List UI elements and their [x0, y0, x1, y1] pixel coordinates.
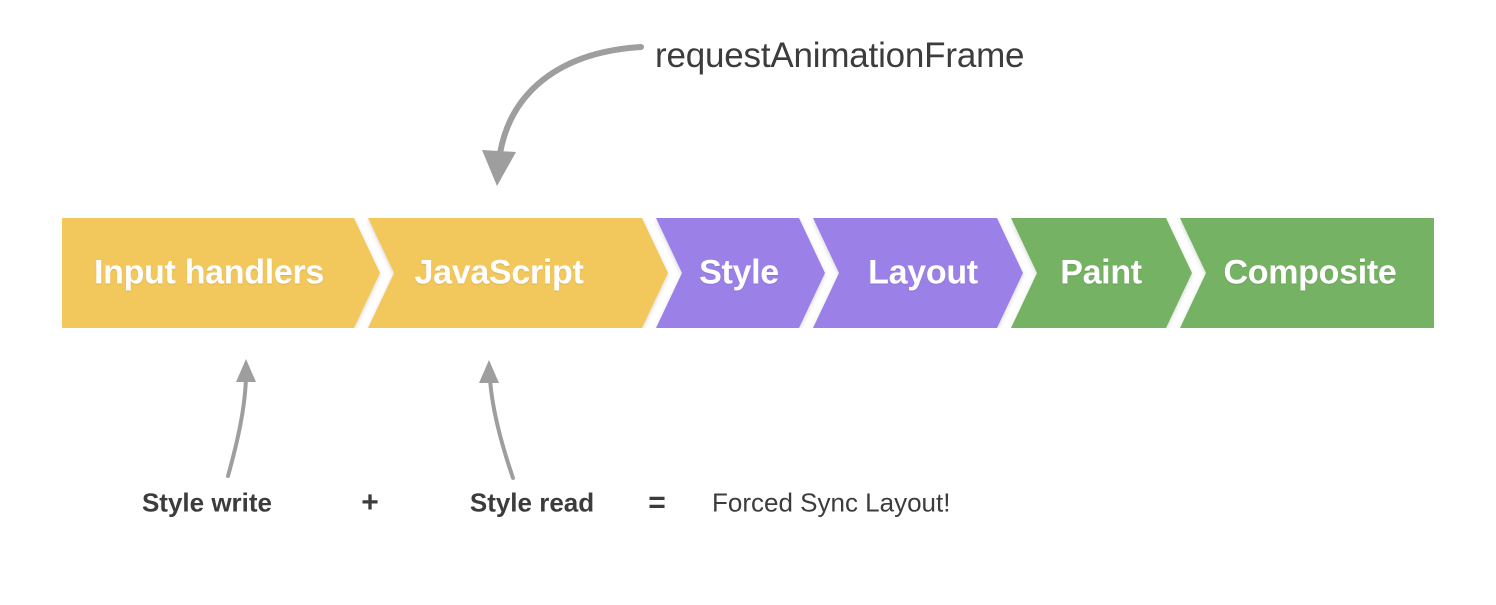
- pipeline-segment-composite: [1180, 218, 1434, 328]
- raf-label: requestAnimationFrame: [655, 36, 1025, 75]
- pipeline-segment-style: [656, 218, 825, 328]
- pipeline-segment-javascript: [368, 218, 668, 328]
- style-read-arrow-curve: [488, 377, 515, 480]
- pipeline-segment-layout: [813, 218, 1023, 328]
- equation-term-style-read: Style read: [469, 487, 595, 518]
- equation-result-forced-sync-layout: Forced Sync Layout!: [712, 487, 951, 518]
- raf-arrow-curve: [496, 44, 644, 163]
- equation-term-style-write: Style write: [141, 487, 273, 518]
- style-write-arrow-curve: [226, 376, 248, 478]
- pipeline-label-paint: Paint: [1060, 253, 1142, 292]
- pipeline-segment-paint: [1011, 218, 1192, 328]
- equation-operator-plus: +: [361, 486, 379, 519]
- style-write-arrow-head: [236, 359, 256, 382]
- pixel-pipeline: Input handlers JavaScript Style Layout P…: [62, 218, 1434, 328]
- equation-operator-equals: =: [648, 486, 666, 519]
- pipeline-segment-input-handlers: [62, 218, 380, 328]
- pipeline-label-javascript: JavaScript: [414, 253, 584, 292]
- raf-arrow-head: [482, 150, 516, 186]
- pipeline-label-layout: Layout: [868, 253, 978, 292]
- pipeline-label-input-handlers: Input handlers: [93, 253, 325, 292]
- pipeline-label-composite: Composite: [1223, 253, 1397, 292]
- pipeline-label-style: Style: [699, 253, 779, 292]
- style-read-arrow-head: [479, 360, 499, 383]
